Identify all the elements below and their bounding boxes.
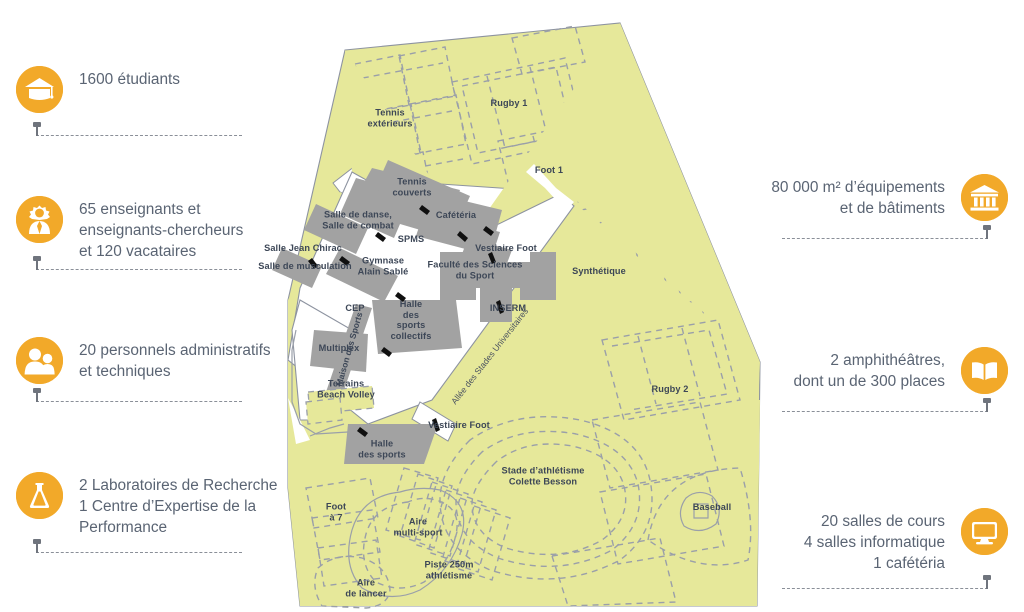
bank-icon: [961, 174, 1008, 221]
map-label-synthetique: Synthétique: [572, 265, 626, 276]
leader-teachers: [33, 256, 242, 270]
flask-icon: [16, 472, 63, 519]
leader-classrooms: [782, 575, 991, 589]
leader-lecture-halls: [782, 398, 991, 412]
leader-labs: [33, 539, 242, 553]
map-label-vestiaire-foot-1: Vestiaire Foot: [475, 242, 537, 253]
stat-facilities-area-text: 80 000 m² d’équipements et de bâtiments: [771, 179, 945, 217]
map-label-salle-danse-combat: Salle de danse,Salle de combat: [322, 209, 394, 231]
map-label-inserm: INSERM: [489, 302, 527, 313]
map-label-multiplex: Multiplex: [318, 342, 360, 353]
multi-sport-pads: [385, 467, 511, 581]
map-label-foot-1: Foot 1: [534, 164, 564, 175]
map-label-vestiaire-foot-2: Vestiaire Foot: [428, 419, 490, 430]
stat-labs-text: 2 Laboratoires de Recherche 1 Centre d’E…: [79, 477, 278, 536]
foot-a-7-field: [305, 477, 383, 587]
graduation-cap-icon: [16, 66, 63, 113]
field-overlays: [288, 23, 760, 606]
stat-labs: 2 Laboratoires de Recherche 1 Centre d’E…: [16, 472, 278, 538]
map-label-salle-jean-chirac: Salle Jean Chirac: [264, 242, 342, 253]
map-label-rugby-2: Rugby 2: [651, 383, 689, 394]
people-icon: [16, 337, 63, 384]
stat-teachers: 65 enseignants et enseignants-chercheurs…: [16, 196, 243, 262]
stat-lecture-halls-text: 2 amphithéâtres, dont un de 300 places: [793, 352, 945, 390]
stat-admin-staff-text: 20 personnels administratifs et techniqu…: [79, 342, 271, 380]
map-label-baseball: Baseball: [692, 501, 732, 512]
track-250m: [348, 487, 465, 598]
stat-students: 1600 étudiants: [16, 66, 180, 113]
map-label-salle-musculation: Salle de musculation: [258, 260, 352, 271]
stat-lecture-halls: 2 amphithéâtres, dont un de 300 places: [794, 347, 1008, 394]
map-label-cafeteria: Cafétéria: [435, 209, 477, 220]
stat-admin-staff: 20 personnels administratifs et techniqu…: [16, 337, 271, 384]
stat-classrooms: 20 salles de cours 4 salles informatique…: [804, 508, 1008, 574]
rugby-2-field: [591, 319, 741, 489]
map-label-spms: SPMS: [397, 233, 425, 244]
leader-admin-staff: [33, 388, 242, 402]
beach-volley-courts: [291, 329, 375, 437]
book-icon: [961, 347, 1008, 394]
field-bottom-right: [551, 473, 725, 607]
stat-teachers-text: 65 enseignants et enseignants-chercheurs…: [79, 201, 244, 260]
map-label-rugby-1: Rugby 1: [490, 97, 528, 108]
leader-students: [33, 122, 242, 136]
baseball-field: [647, 467, 752, 566]
leader-facilities-area: [782, 225, 991, 239]
stat-students-text: 1600 étudiants: [79, 71, 180, 88]
stat-facilities-area: 80 000 m² d’équipements et de bâtiments: [771, 174, 1008, 221]
athletics-stadium: [439, 416, 653, 580]
teacher-icon: [16, 196, 63, 243]
maison-des-sports-building: [326, 304, 372, 396]
entrance-markers: [308, 205, 504, 437]
map-label-cep: CEP: [345, 302, 365, 313]
stat-classrooms-text: 20 salles de cours 4 salles informatique…: [803, 513, 945, 572]
monitor-icon: [961, 508, 1008, 555]
aire-de-lancer: [314, 555, 391, 609]
